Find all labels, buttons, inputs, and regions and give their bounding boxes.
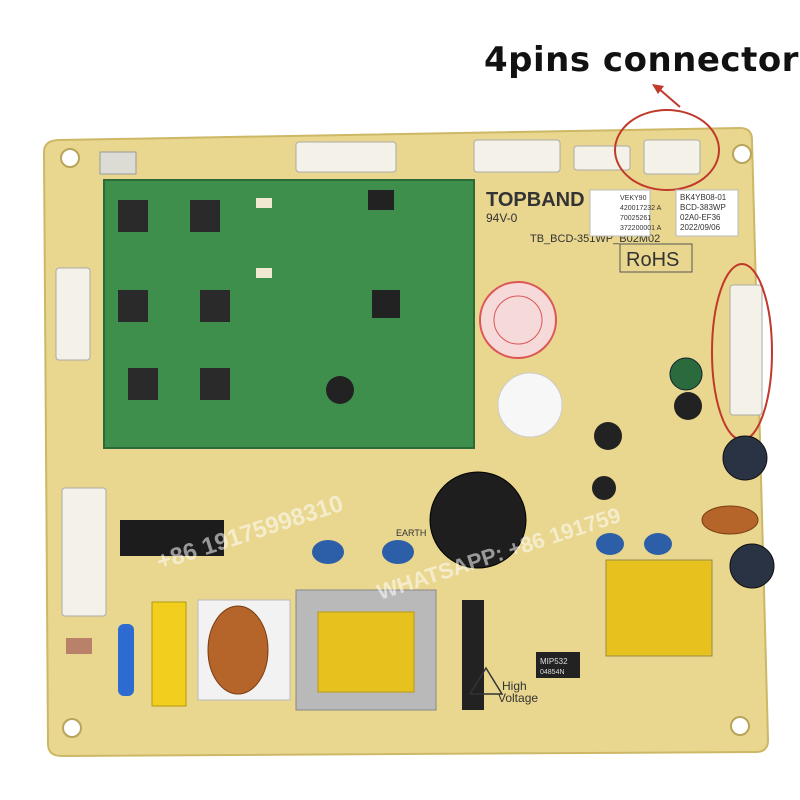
fuse: [118, 624, 134, 696]
capacitor: [722, 435, 768, 481]
heatsink: [462, 600, 484, 710]
4pin-connector: [643, 139, 701, 175]
sticker-line: BCD-383WP: [680, 203, 726, 212]
rohs-label: RoHS: [626, 249, 679, 271]
qc-seal: [479, 281, 557, 359]
earth-label: EARTH: [396, 528, 426, 538]
warning-triangle: [468, 666, 504, 695]
mount-hole: [730, 716, 750, 736]
capacitor: [669, 357, 703, 391]
sticker-line: 372200001 A: [620, 225, 662, 232]
sticker-line: 70025261: [620, 215, 651, 222]
left-connector: [55, 267, 91, 361]
connector-callout-label: 4pins connector: [484, 40, 799, 80]
relay: [120, 520, 224, 556]
sticker-line: BK4YB08-01: [680, 193, 727, 202]
y-capacitor: [312, 540, 344, 564]
toroid-inductor: [701, 505, 759, 535]
ic-marking: MIP532: [540, 657, 568, 666]
mount-hole: [60, 148, 80, 168]
large-capacitor: [429, 471, 527, 569]
white-capacitor: [497, 372, 563, 438]
capacitor: [592, 476, 616, 500]
rating-label: 94V-0: [486, 211, 518, 225]
rohs-box: [619, 243, 693, 273]
y-capacitor: [644, 533, 672, 555]
sticker-line: 2022/09/06: [680, 223, 721, 232]
model-sticker: [675, 189, 739, 237]
toroid-inductor: [207, 605, 269, 695]
mount-hole: [732, 144, 752, 164]
left-connector: [61, 487, 107, 617]
voltage-label: Voltage: [498, 691, 538, 705]
mount-hole: [62, 718, 82, 738]
smps-transformer: [605, 559, 713, 657]
smps-ic: [536, 652, 580, 678]
sticker-line: 02A0-EF36: [680, 213, 721, 222]
callout-arrow: [652, 84, 681, 108]
resistor: [66, 638, 92, 654]
side-connector: [729, 284, 763, 416]
capacitor: [674, 392, 702, 420]
capacitor: [729, 543, 775, 589]
varistor: [151, 601, 187, 707]
connector-highlight-circle: [614, 109, 720, 191]
brand-label: TOPBAND: [486, 189, 585, 211]
sticker-line: VEKY90: [620, 195, 647, 202]
daughterboard: [103, 179, 475, 449]
sticker-line: 420017232 A: [620, 205, 662, 212]
barcode-sticker: [589, 189, 651, 237]
ic-marking: 04854N: [540, 669, 565, 676]
y-capacitor: [596, 533, 624, 555]
transformer-core: [317, 611, 415, 693]
qc-seal-inner: [493, 295, 543, 345]
capacitor: [594, 422, 622, 450]
high-label: High: [502, 679, 527, 693]
y-capacitor: [382, 540, 414, 564]
